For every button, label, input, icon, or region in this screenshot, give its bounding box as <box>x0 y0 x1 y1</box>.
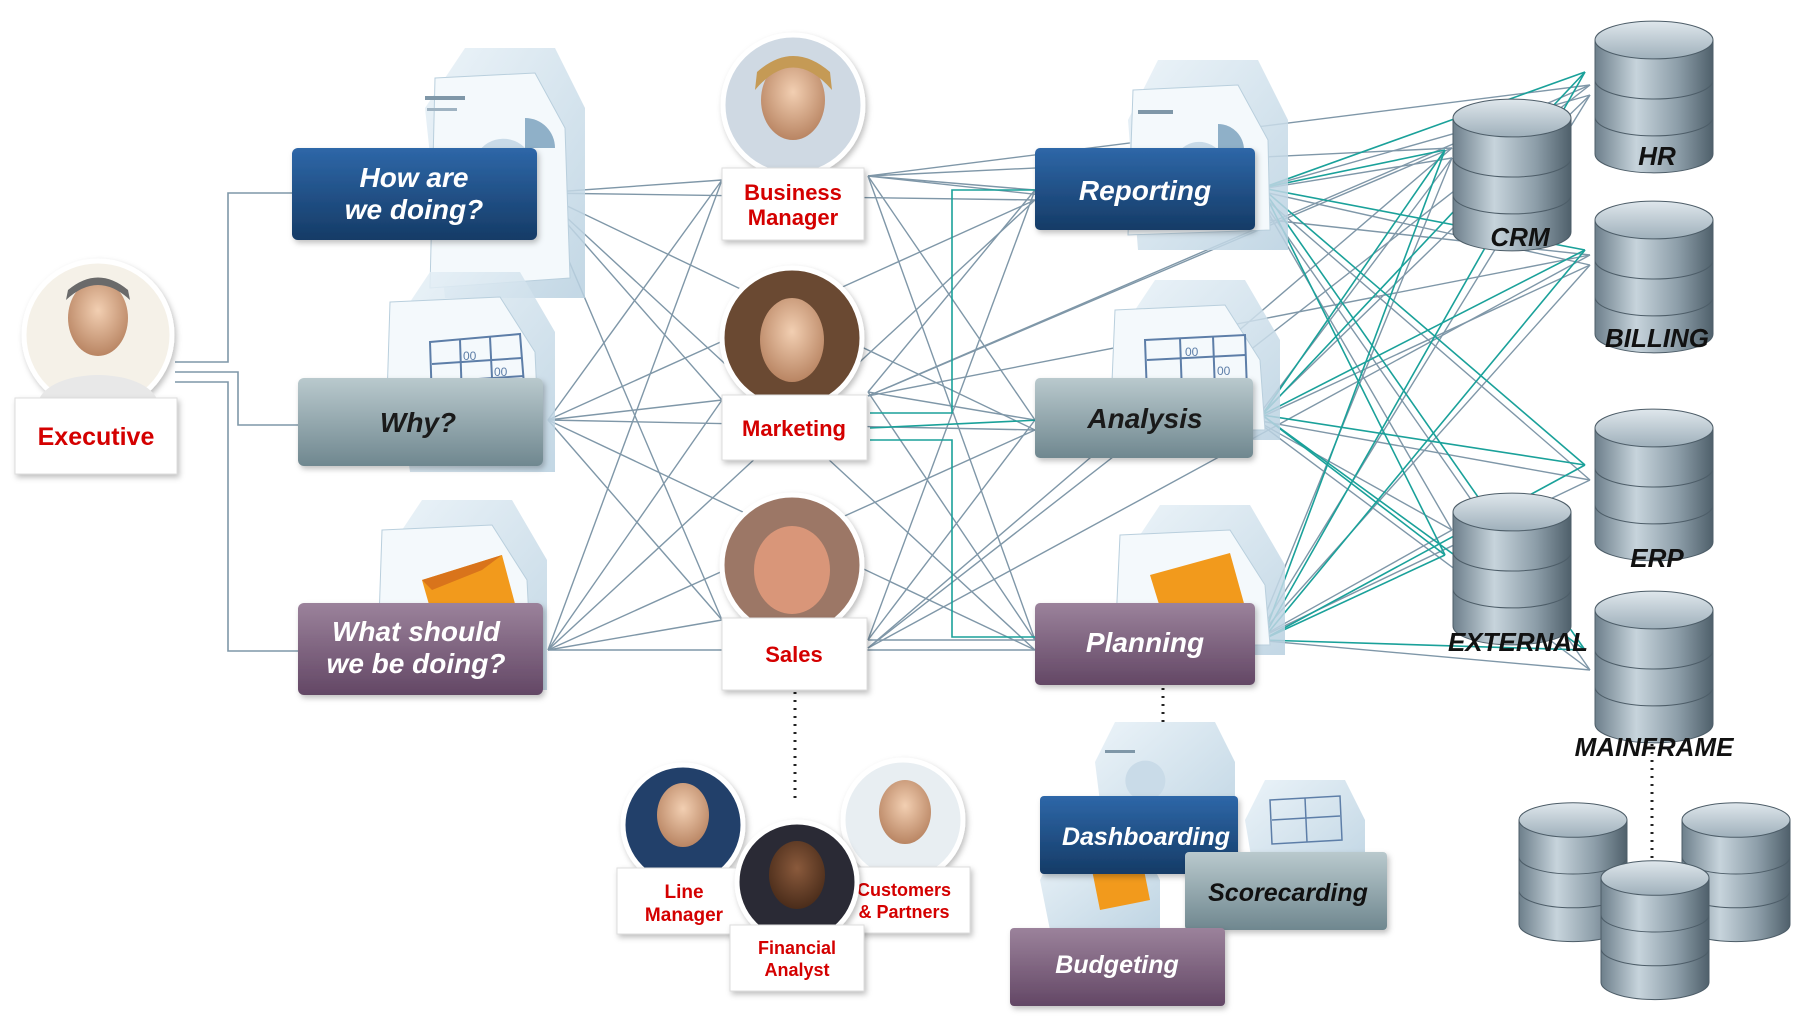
executive-connectors <box>175 192 298 652</box>
connector-line <box>1254 419 1453 531</box>
question-how-are-we-doing[interactable]: How are we doing? <box>292 148 537 240</box>
function-label: Analysis <box>1086 403 1202 434</box>
person-financial-analyst[interactable]: Financial Analyst <box>729 819 865 992</box>
subfunction-label: Dashboarding <box>1062 823 1230 851</box>
executive-node: Executive <box>14 258 178 475</box>
subfunction-label: Scorecarding <box>1208 879 1368 907</box>
function-planning[interactable]: Planning <box>1035 603 1255 685</box>
subfunction-budgeting[interactable]: Budgeting <box>1010 928 1225 1006</box>
connector-line <box>1261 639 1586 651</box>
other-person-line-2: Manager <box>645 905 724 926</box>
function-label: Planning <box>1086 627 1204 658</box>
person-line-1: Sales <box>765 642 823 667</box>
function-reporting[interactable]: Reporting <box>1035 148 1255 230</box>
connector-line <box>1261 187 1446 556</box>
other-person-line-1: Line <box>664 882 703 903</box>
question-why[interactable]: Why? <box>298 378 543 466</box>
connector-line <box>1254 157 1453 641</box>
person-line-2: Manager <box>748 205 839 230</box>
question-line-1: How are <box>360 162 469 193</box>
database-icon-crm <box>1452 98 1572 252</box>
connector-line <box>1261 249 1586 416</box>
person-sales[interactable]: Sales <box>719 492 868 691</box>
other-person-line-2: & Partners <box>858 902 949 922</box>
svg-text:00: 00 <box>1185 345 1199 359</box>
database-label-external: EXTERNAL <box>1448 627 1588 657</box>
connector-line <box>867 175 1036 191</box>
connector-line <box>1261 149 1446 189</box>
executive-label: Executive <box>38 423 155 451</box>
database-label-crm: CRM <box>1490 222 1551 252</box>
svg-text:00: 00 <box>1217 364 1231 378</box>
connector-line <box>1254 529 1453 641</box>
person-line-manager[interactable]: Line Manager <box>616 762 753 935</box>
question-line-1: Why? <box>380 407 456 438</box>
other-person-line-2: Analyst <box>764 960 829 980</box>
connector-line <box>1254 189 1591 481</box>
question-line-2: we be doing? <box>327 648 506 679</box>
connector-line <box>1254 264 1591 641</box>
marketing-elbow-connectors <box>869 189 1041 638</box>
business-manager-tag <box>721 167 865 241</box>
person-line-1: Marketing <box>742 416 846 441</box>
customers-partners-tag <box>839 866 971 934</box>
database-icon-external <box>1452 492 1572 646</box>
database-layer <box>1452 20 1791 1001</box>
database-label-mainframe: MAINFRAME <box>1575 732 1735 762</box>
connector-line <box>547 179 723 651</box>
connector-line <box>1261 187 1586 466</box>
line-manager-tag <box>616 867 753 935</box>
question-what-should-we-be-doing[interactable]: What should we be doing? <box>298 603 543 695</box>
database-icon-billing <box>1594 200 1714 354</box>
connector-line <box>1261 149 1446 641</box>
subfunction-scorecarding[interactable]: Scorecarding <box>1185 852 1387 930</box>
financial-analyst-tag <box>729 924 865 992</box>
subfunction-label: Budgeting <box>1055 951 1179 979</box>
other-person-line-1: Financial <box>758 938 836 958</box>
connector-line <box>1261 71 1586 189</box>
database-icon-hr <box>1594 20 1714 174</box>
database-icon-extra <box>1518 802 1628 943</box>
connector-line <box>867 189 1036 641</box>
dotted-connectors <box>793 688 1654 862</box>
connector-line <box>1261 149 1446 416</box>
connector-line <box>1261 414 1586 466</box>
function-label: Reporting <box>1079 175 1211 206</box>
connector-line <box>1254 189 1591 266</box>
connector-line <box>1254 419 1591 481</box>
connector-line <box>547 399 723 651</box>
database-icon-extra <box>1600 860 1710 1001</box>
database-icon-mainframe <box>1594 590 1714 744</box>
question-line-1: What should <box>332 616 501 647</box>
database-label-erp: ERP <box>1630 543 1684 573</box>
person-business-manager[interactable]: Business Manager <box>720 32 866 241</box>
connector-line <box>1254 264 1591 421</box>
connector-line <box>1261 249 1586 641</box>
executive-tag <box>14 397 178 475</box>
svg-text:00: 00 <box>463 349 477 363</box>
person-line-1: Business <box>744 180 842 205</box>
database-icon-erp <box>1594 408 1714 562</box>
database-label-hr: HR <box>1638 141 1676 171</box>
marketing-tag <box>721 394 868 461</box>
svg-text:00: 00 <box>494 365 508 379</box>
sales-tag <box>721 617 868 691</box>
person-customers-partners[interactable]: Customers & Partners <box>839 757 971 934</box>
connector-line <box>1261 554 1446 641</box>
database-label-billing: BILLING <box>1605 323 1709 353</box>
person-marketing[interactable]: Marketing <box>719 265 868 461</box>
other-person-line-1: Customers <box>857 880 951 900</box>
connector-line <box>1261 414 1446 556</box>
connector-line <box>547 419 723 621</box>
connector-line <box>547 619 723 651</box>
connector-line <box>547 179 723 421</box>
connector-line <box>1254 639 1591 671</box>
question-line-2: we doing? <box>345 194 483 225</box>
connector-line <box>547 399 723 421</box>
function-analysis[interactable]: Analysis <box>1035 378 1253 458</box>
database-labels: HR CRM BILLING ERP EXTERNAL MAINFRAME <box>1448 141 1734 762</box>
